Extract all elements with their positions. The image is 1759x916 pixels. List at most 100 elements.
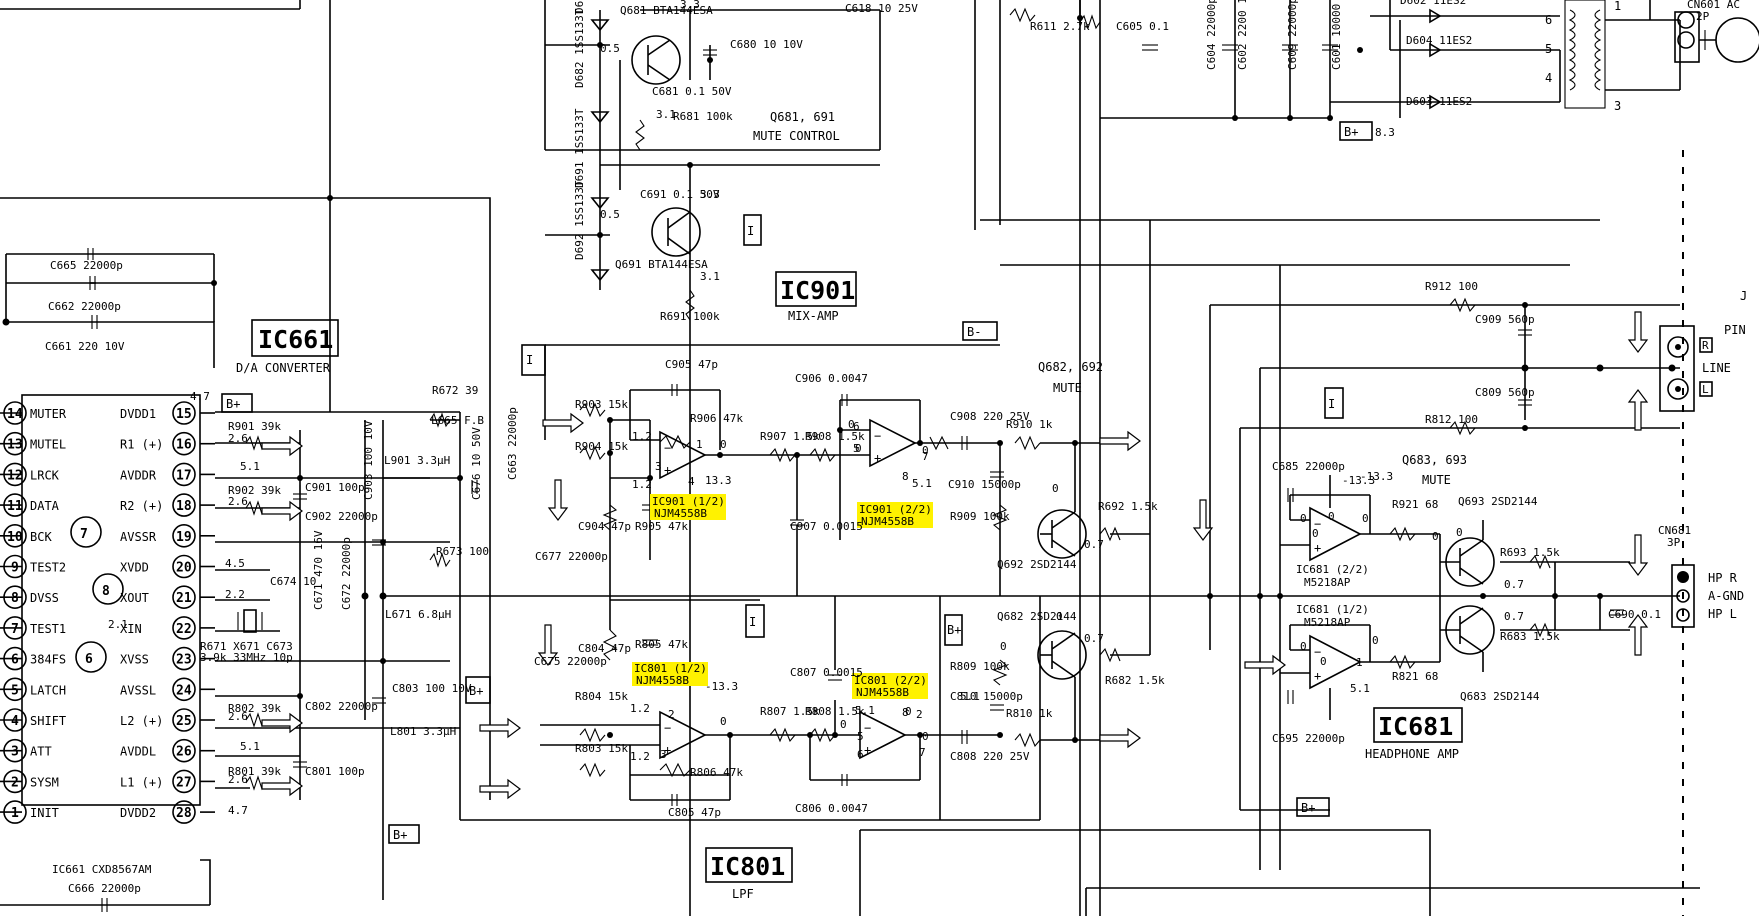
voltage-reading: 2.2 xyxy=(225,588,245,601)
component-label-q682: Q682 2SD2144 xyxy=(997,610,1077,623)
voltage-reading: 0 xyxy=(922,730,929,743)
component-label-d603: D603 11ES2 xyxy=(1406,95,1472,108)
ic661-pin-name: AVDDL xyxy=(120,745,156,759)
component-label-c802: C802 22000p xyxy=(305,700,378,713)
q682-title: Q682, 692 xyxy=(1038,360,1103,374)
component-label-cn681: CN681 xyxy=(1658,524,1691,537)
voltage-reading: 0 xyxy=(905,705,912,718)
power-tag-bminus-1: I xyxy=(747,224,754,238)
voltage-reading: 2 xyxy=(668,708,675,721)
ic661-pin-marker xyxy=(3,800,27,824)
voltage-reading: 2.1 xyxy=(108,618,128,631)
power-tag-bminus-2: B- xyxy=(967,325,981,339)
power-tag-bplus-4: B+ xyxy=(947,623,961,637)
component-label-l801: L801 3.3µH xyxy=(390,725,456,738)
ic661-pin-name: XIN xyxy=(120,622,142,636)
ic901-mix-amp: I B- − + − + xyxy=(521,271,1141,630)
voltage-reading: 4.7 xyxy=(228,804,248,817)
power-tag-bplus-3: B+ xyxy=(393,828,407,842)
ic661-pin-name: DVDD2 xyxy=(120,806,156,820)
component-label-d604: D604 11ES2 xyxy=(1406,34,1472,47)
transformer-pin-4: 4 xyxy=(1545,71,1552,85)
voltage-reading: 8 xyxy=(902,470,909,483)
component-label-c806: C806 0.0047 xyxy=(795,802,868,815)
transformer-pin-3: 3 xyxy=(1614,99,1621,113)
component-label-cn681b: 3P xyxy=(1667,536,1681,549)
voltage-reading: 5.1 xyxy=(240,460,260,473)
voltage-reading: 13.3 xyxy=(705,474,732,487)
voltage-reading: 0 xyxy=(1372,634,1379,647)
component-label-c674: C674 10 xyxy=(270,575,316,588)
component-label-r910: R910 1k xyxy=(1006,418,1053,431)
component-label-q693: Q693 2SD2144 xyxy=(1458,495,1538,508)
component-label-c662: C662 22000p xyxy=(48,300,121,313)
component-label-c685: C685 22000p xyxy=(1272,460,1345,473)
component-label-c804: C804 47p xyxy=(578,642,631,655)
ic661-pin-number: 10 xyxy=(7,530,23,545)
component-label-c680: C680 10 10V xyxy=(730,38,803,51)
ic661-pin-marker xyxy=(3,738,27,763)
ic661-pin-number: 25 xyxy=(176,714,192,729)
component-label-q683b: Q683 2SD2144 xyxy=(1460,690,1540,703)
voltage-reading: 5.1 xyxy=(855,704,875,717)
transformer-pin-5: 5 xyxy=(1545,42,1552,56)
component-label-c907: C907 0.0015 xyxy=(790,520,863,533)
ic661-pin-number: 16 xyxy=(176,438,192,453)
power-tag-bplus-2: B+ xyxy=(469,684,483,698)
ic661-pin-marker xyxy=(172,738,196,763)
ic661-pin-number: 27 xyxy=(176,775,192,790)
component-label-r681: R681 100k xyxy=(673,110,733,123)
opamp-tag-ic901a-part: NJM4558B xyxy=(654,507,707,520)
voltage-reading: 4.7 xyxy=(190,390,210,403)
component-label-c801: C801 100p xyxy=(305,765,365,778)
svg-text:+: + xyxy=(664,463,671,477)
component-label-r682: R682 1.5k xyxy=(1105,674,1165,687)
component-label-c690: C690 0.1 xyxy=(1608,608,1661,621)
ic661-pin-marker xyxy=(3,493,27,517)
component-label-c803: C803 100 10V xyxy=(392,682,472,695)
ic661-pin-marker xyxy=(172,769,196,794)
opamp-tag-ic801a: IC801 (1/2) xyxy=(634,662,707,675)
ic661-pin-marker xyxy=(172,616,196,640)
component-label-l671: L671 6.8µH xyxy=(385,608,451,621)
component-label-r693: R693 1.5k xyxy=(1500,546,1560,559)
component-label-c601: C601 10000 16V xyxy=(1330,0,1343,70)
voltage-reading: 0 xyxy=(1362,512,1369,525)
voltage-reading: 7 xyxy=(922,450,929,463)
ic661-pin-name: AVDDR xyxy=(120,468,157,482)
component-label-r802: R802 39k xyxy=(228,702,281,715)
voltage-reading: 0 xyxy=(1312,527,1319,540)
component-label-c810: C810 15000p xyxy=(950,690,1023,703)
hp-jack-label-l: HP L xyxy=(1708,607,1737,621)
component-label-c671: C671 470 16V xyxy=(312,530,325,610)
ic661-part-number: IC661 CXD8567AM xyxy=(52,863,152,876)
component-label-r801: R801 39k xyxy=(228,765,281,778)
ic661-pin-number: 9 xyxy=(11,561,19,576)
opamp-tag-ic681b-part: M5218AP xyxy=(1304,616,1351,629)
component-label-c661: C661 220 10V xyxy=(45,340,125,353)
ic661-pin-marker xyxy=(172,646,196,671)
ic661-pin-name: L1 (+) xyxy=(120,775,163,789)
voltage-reading: 1.2 xyxy=(630,702,650,715)
ic901-title: IC901 xyxy=(780,276,855,305)
ic901-subtitle: MIX-AMP xyxy=(788,309,839,323)
ic801-lpf: I − + − + xyxy=(388,596,1141,901)
ic661-pin-marker xyxy=(172,523,196,548)
component-label-r810: R810 1k xyxy=(1006,707,1053,720)
mute-control-block: Q681, 691 MUTE CONTROL I xyxy=(544,0,881,916)
component-label-c677: C677 22000p xyxy=(535,550,608,563)
ic661-pin-number: 12 xyxy=(7,468,23,483)
ic661-pin-marker xyxy=(3,462,27,487)
jack-label-r: R xyxy=(1702,339,1709,352)
component-label-r671b: 3.9k 33MHz 10p xyxy=(200,651,293,664)
component-label-r812: R812 100 xyxy=(1425,413,1478,426)
voltage-reading: 0 xyxy=(1456,526,1463,539)
voltage-reading: 3.3 xyxy=(700,188,720,201)
voltage-reading: 0 xyxy=(922,444,929,457)
voltage-reading: 0 xyxy=(1056,610,1063,623)
component-label-d682: D682 1SS133T xyxy=(573,8,586,88)
ic661-pin-number: 7 xyxy=(11,622,19,637)
voltage-reading: 1.2 xyxy=(632,430,652,443)
ic681-title: IC681 xyxy=(1378,712,1453,741)
